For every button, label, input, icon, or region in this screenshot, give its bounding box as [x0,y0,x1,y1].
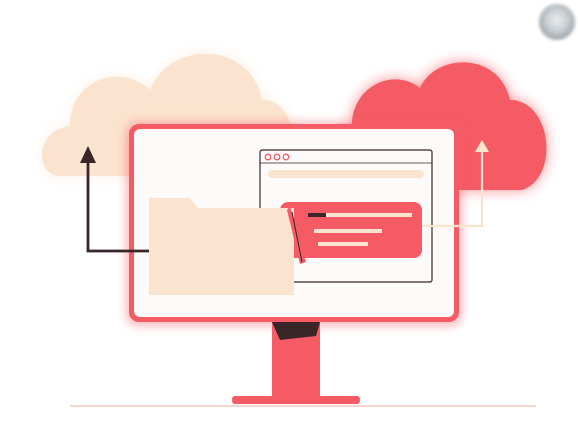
document-card [280,202,422,258]
upload-arrow-icon [422,140,489,228]
card-dark-line [308,213,326,217]
avatar [539,4,575,40]
download-arrow-icon [80,146,150,253]
ground-line [70,405,536,407]
monitor-stand [232,322,360,404]
card-text-line [318,242,368,246]
folder-icon [149,198,306,295]
card-text-line [326,213,412,217]
address-bar [268,170,424,178]
card-text-line [314,229,382,233]
window-dot-icon [282,153,290,161]
window-dot-icon [264,153,272,161]
window-dot-icon [273,153,281,161]
